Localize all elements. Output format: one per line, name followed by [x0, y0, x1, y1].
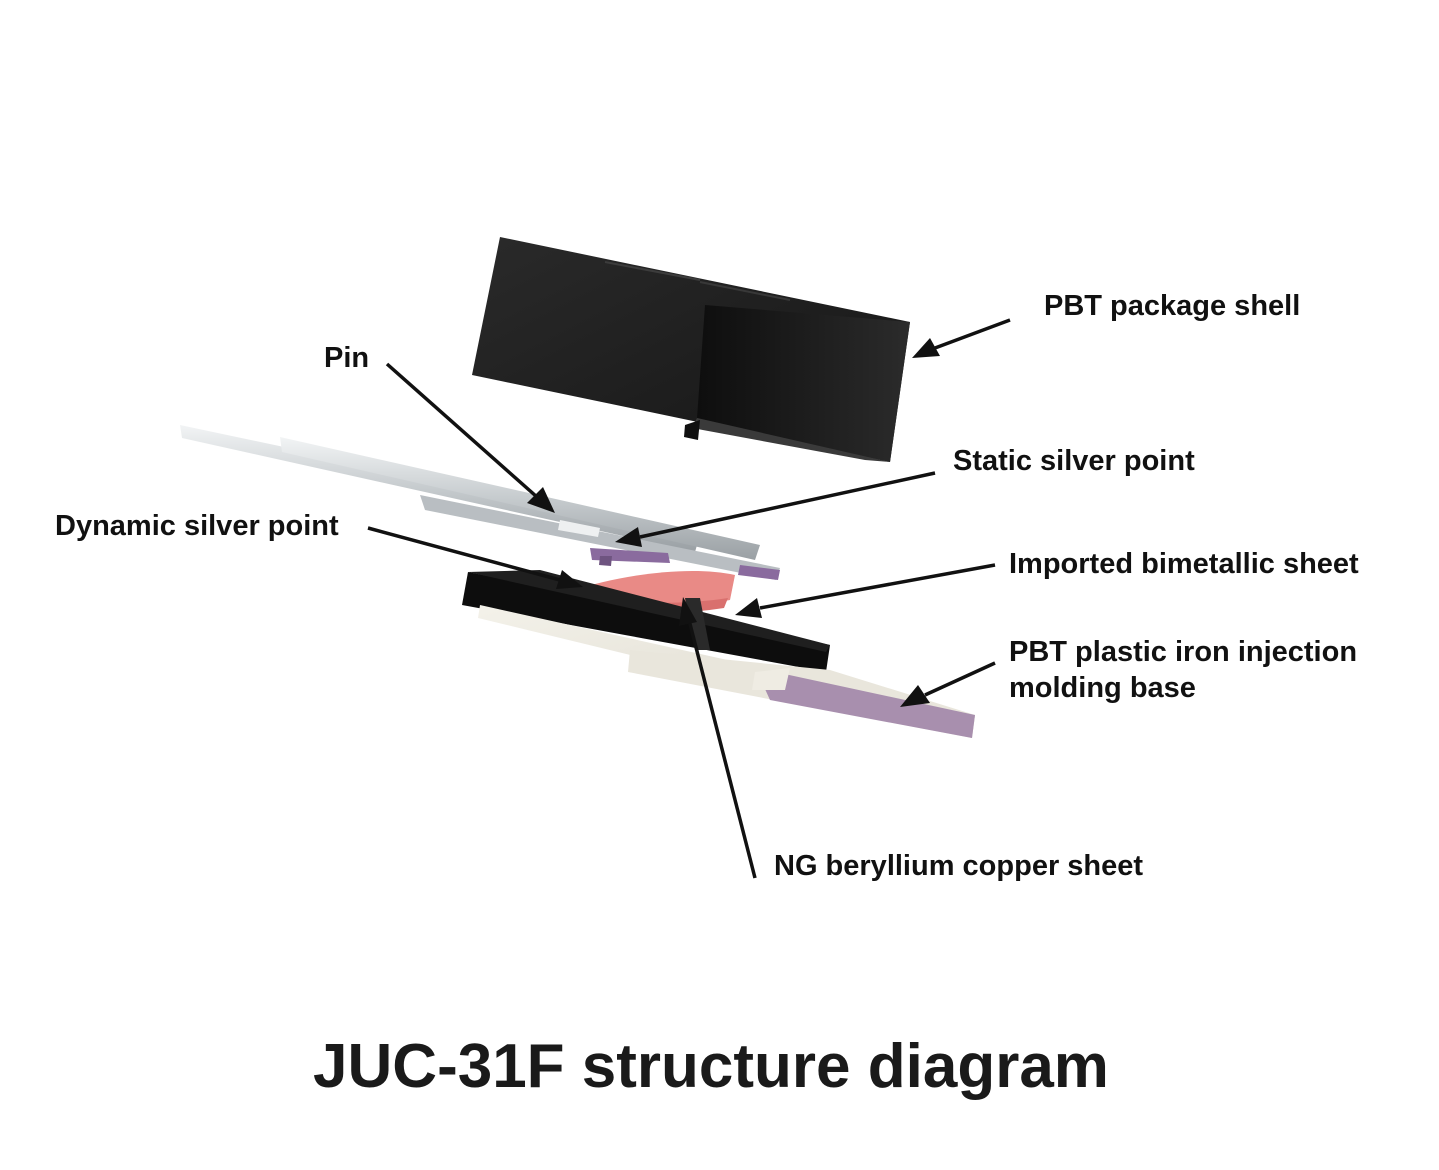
leader-molding-base — [924, 661, 996, 697]
arrowhead-bimetallic-sheet — [735, 598, 762, 618]
label-static-silver-point: Static silver point — [953, 445, 1195, 477]
label-molding-base-line1: PBT plastic iron injection — [1009, 636, 1357, 668]
leader-dynamic-silver-point — [367, 526, 561, 582]
arrowhead-pin — [527, 487, 555, 513]
label-molding-base-line2: molding base — [1009, 672, 1196, 704]
leader-bimetallic-sheet — [759, 563, 996, 610]
relay-exploded-illustration — [180, 237, 975, 738]
arrowhead-dynamic-silver-point — [556, 570, 583, 589]
arrowhead-molding-base — [900, 685, 930, 707]
package-shell — [472, 237, 910, 462]
base-body — [462, 570, 830, 672]
copper-sheet-strip — [685, 598, 710, 650]
label-dynamic-silver-point: Dynamic silver point — [55, 510, 339, 542]
leader-pin — [385, 362, 539, 499]
label-pin: Pin — [324, 342, 369, 374]
base-plate — [478, 605, 975, 738]
leader-copper-sheet — [687, 619, 757, 879]
leader-static-silver-point — [639, 471, 936, 539]
labels: PBT package shell Pin Static silver poin… — [55, 290, 1359, 882]
static-silver-contact — [590, 548, 780, 580]
arrowhead-static-silver-point — [615, 527, 642, 547]
diagram-title: JUC-31F structure diagram — [313, 1032, 1109, 1101]
arrowhead-package-shell — [912, 338, 940, 358]
label-package-shell: PBT package shell — [1044, 290, 1300, 322]
label-bimetallic-sheet: Imported bimetallic sheet — [1009, 548, 1359, 580]
leader-package-shell — [934, 318, 1011, 350]
pin-bars — [180, 425, 780, 580]
label-copper-sheet: NG beryllium copper sheet — [774, 850, 1143, 882]
arrowhead-copper-sheet — [679, 597, 697, 626]
leader-lines — [367, 318, 1011, 879]
